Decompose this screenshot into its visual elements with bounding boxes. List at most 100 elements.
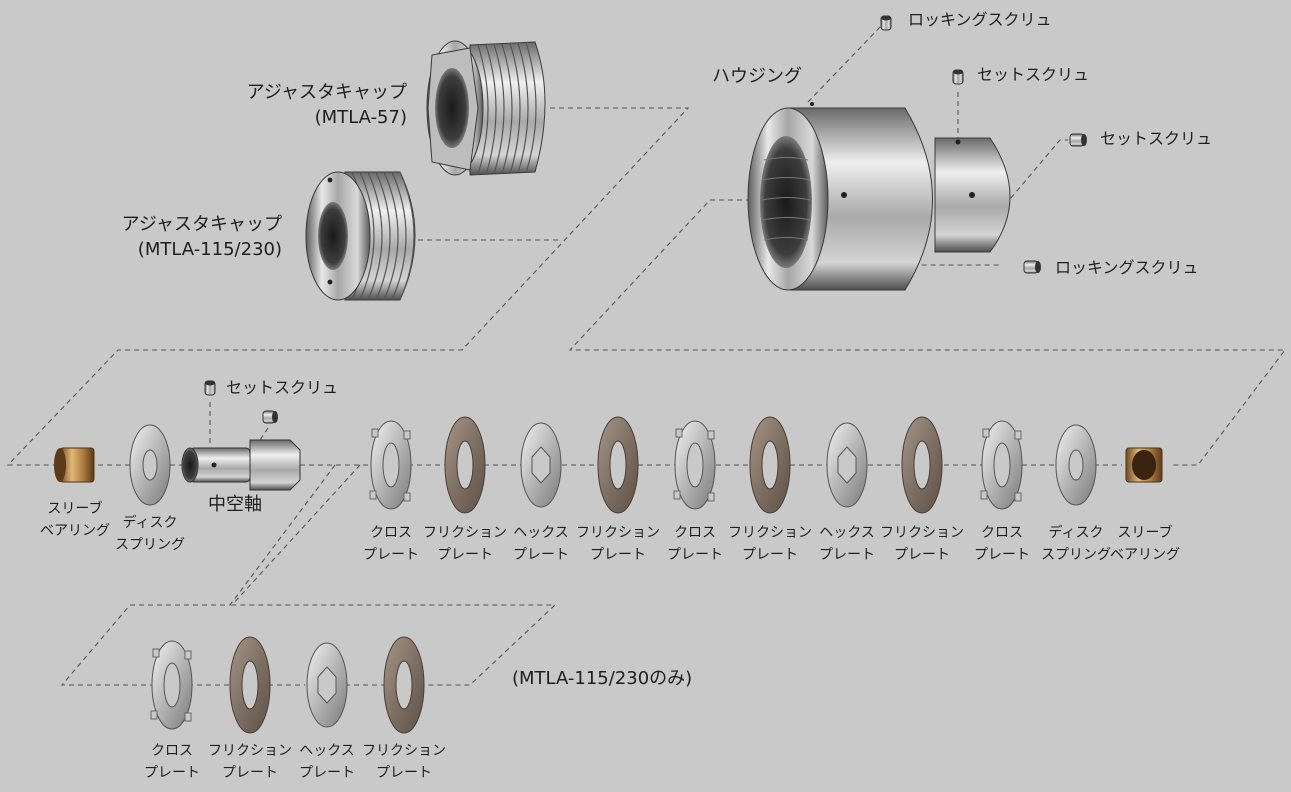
cross-plate-icon	[673, 420, 716, 510]
label-optional-part-4: フリクションプレート	[362, 740, 446, 784]
label-optional-part-4-line2: プレート	[376, 765, 432, 781]
label-optional-part-3-line2: プレート	[299, 765, 355, 781]
label-part-1: スリーブベアリング	[40, 498, 110, 542]
label-adjuster-cap-57-line1: アジャスタキャップ	[246, 82, 407, 103]
adjuster-cap-57	[426, 40, 546, 176]
label-part-13-line2: ベアリング	[1110, 547, 1180, 563]
label-part-3-line2: プレート	[363, 547, 419, 563]
set-screw-2-icon	[1069, 133, 1087, 147]
hollow-shaft	[181, 439, 301, 491]
label-part-9-line1: ヘックス	[819, 525, 875, 541]
label-part-8: フリクションプレート	[728, 522, 812, 566]
friction-plate-icon	[229, 636, 271, 734]
disk-spring-left	[129, 424, 171, 506]
label-part-8-line2: プレート	[742, 547, 798, 563]
label-adjuster-cap-57-line2: (MTLA-57)	[314, 107, 407, 128]
label-part-2-line1: ディスク	[122, 515, 178, 531]
label-part-11-line2: プレート	[974, 547, 1030, 563]
friction-plate-icon	[901, 416, 943, 514]
label-part-10: フリクションプレート	[880, 522, 964, 566]
friction-stack-row-optional	[150, 636, 425, 734]
guide-bottom-left	[60, 464, 336, 686]
label-part-12-line2: スプリング	[1041, 547, 1111, 563]
adjuster-cap-115-230	[305, 171, 416, 301]
label-part-3: クロスプレート	[363, 522, 419, 566]
label-optional-part-1-line1: クロス	[151, 743, 193, 759]
locking-screw-top-icon	[880, 15, 892, 31]
assembly-guide-lines	[6, 24, 1287, 686]
label-adjuster-cap-115-line2: (MTLA-115/230)	[137, 239, 282, 260]
label-part-6: フリクションプレート	[576, 522, 660, 566]
label-optional-note: (MTLA-115/230のみ)	[512, 668, 693, 689]
label-optional-part-1-line2: プレート	[144, 765, 200, 781]
friction-stack-row	[369, 416, 1097, 514]
label-part-4-line1: フリクション	[423, 525, 507, 541]
label-locking-screw-top: ロッキングスクリュ	[908, 10, 1052, 29]
sleeve-bearing-right	[1125, 447, 1163, 483]
hex-plate-icon	[520, 422, 562, 508]
label-optional-part-2-line2: プレート	[222, 765, 278, 781]
label-locking-screw-bottom: ロッキングスクリュ	[1055, 258, 1199, 277]
label-part-5-line1: ヘックス	[513, 525, 569, 541]
label-part-4-line2: プレート	[437, 547, 493, 563]
label-adjuster-cap-115: アジャスタキャップ (MTLA-115/230)	[92, 212, 282, 262]
label-part-1-line2: ベアリング	[40, 523, 110, 539]
label-part-3-line1: クロス	[370, 525, 412, 541]
screw-icons-top	[204, 15, 1087, 424]
label-optional-part-2-line1: フリクション	[208, 743, 292, 759]
label-part-7: クロスプレート	[667, 522, 723, 566]
friction-plate-icon	[444, 416, 486, 514]
label-set-screw-1: セットスクリュ	[977, 65, 1090, 84]
label-shaft-set-screw: セットスクリュ	[226, 378, 339, 397]
cross-plate-icon	[369, 420, 412, 510]
label-part-8-line1: フリクション	[728, 525, 812, 541]
set-screw-1-icon	[952, 69, 964, 85]
label-part-10-line1: フリクション	[880, 525, 964, 541]
label-part-6-line2: プレート	[590, 547, 646, 563]
friction-plate-icon	[749, 416, 791, 514]
label-set-screw-2: セットスクリュ	[1100, 129, 1213, 148]
label-optional-part-3-line1: ヘックス	[299, 743, 355, 759]
label-part-13: スリーブベアリング	[1110, 522, 1180, 566]
hex-plate-icon	[306, 642, 348, 728]
shaft-set-screw-icon	[204, 380, 216, 396]
label-adjuster-cap-115-line1: アジャスタキャップ	[121, 214, 282, 235]
label-optional-part-4-line1: フリクション	[362, 743, 446, 759]
label-part-9-line2: プレート	[819, 547, 875, 563]
label-optional-part-2: フリクションプレート	[208, 740, 292, 784]
label-part-13-line1: スリーブ	[1117, 525, 1173, 541]
friction-plate-icon	[597, 416, 639, 514]
cross-plate-icon	[980, 420, 1023, 510]
label-hollow-shaft: 中空軸	[208, 494, 262, 515]
label-part-10-line2: プレート	[894, 547, 950, 563]
guide-cap57	[6, 107, 690, 466]
label-part-7-line2: プレート	[667, 547, 723, 563]
guide-housing-top	[807, 24, 883, 103]
label-part-12-line1: ディスク	[1048, 525, 1104, 541]
locking-screw-bottom-icon	[1023, 260, 1041, 274]
friction-plate-icon	[383, 636, 425, 734]
guide-housing-left	[568, 199, 1287, 466]
label-adjuster-cap-57: アジャスタキャップ (MTLA-57)	[232, 80, 407, 130]
label-housing: ハウジング	[712, 66, 802, 87]
cross-plate-icon	[150, 640, 193, 730]
label-part-11: クロスプレート	[974, 522, 1030, 566]
disk-spring-icon	[1055, 424, 1097, 506]
label-optional-part-3: ヘックスプレート	[299, 740, 355, 784]
guide-bottom-right	[230, 464, 557, 686]
label-part-11-line1: クロス	[981, 525, 1023, 541]
sleeve-bearing-left	[54, 447, 95, 483]
shaft-set-screw-2-icon	[262, 410, 278, 424]
hex-plate-icon	[826, 422, 868, 508]
label-optional-part-1: クロスプレート	[144, 740, 200, 784]
label-part-12: ディスクスプリング	[1041, 522, 1111, 566]
label-part-2-line2: スプリング	[115, 537, 185, 553]
label-part-1-line1: スリーブ	[47, 501, 103, 517]
label-part-7-line1: クロス	[674, 525, 716, 541]
label-part-9: ヘックスプレート	[819, 522, 875, 566]
label-part-5-line2: プレート	[513, 547, 569, 563]
label-part-2: ディスクスプリング	[115, 512, 185, 556]
label-part-4: フリクションプレート	[423, 522, 507, 566]
label-part-6-line1: フリクション	[576, 525, 660, 541]
